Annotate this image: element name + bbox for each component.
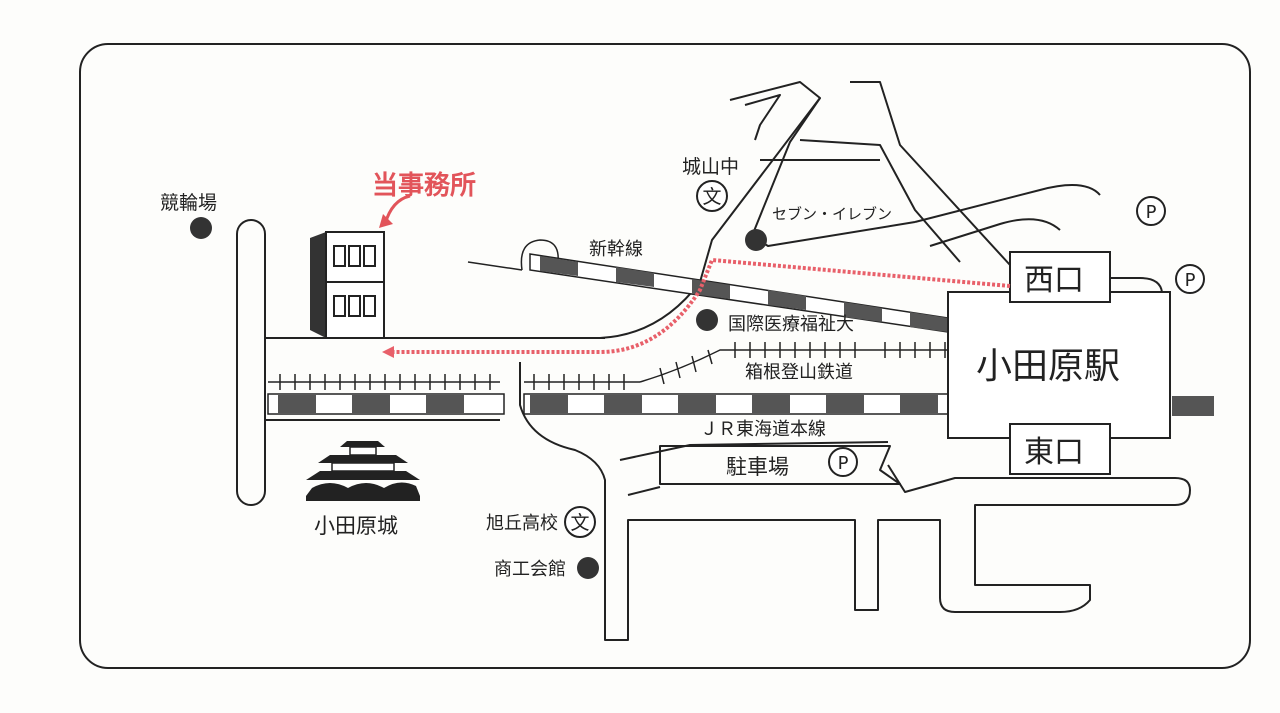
office-label: 当事務所 [372,171,476,201]
school-symbol: 文 [702,186,721,208]
parking-lot-label: 駐車場 [726,455,789,479]
shinkansen-label: 新幹線 [589,239,643,260]
jr-tokaido-label: ＪＲ東海道本線 [700,419,826,440]
parking-lot [659,445,901,485]
parking-symbol: P [1185,270,1196,291]
route-arrowhead-icon [382,346,394,358]
school-icon [564,506,596,538]
school-symbol: 文 [570,512,589,534]
roads [236,81,1191,641]
parking-icon [1136,196,1166,226]
shoko-kaikan-marker-icon [577,557,599,579]
road-shiroyama-west [599,81,821,339]
station-label: 小田原駅 [976,346,1120,387]
road-north-east [850,81,1011,266]
west-exit-label: 西口 [1024,263,1084,298]
road-edge [799,139,961,263]
station-building [947,291,1171,439]
road-left-vertical [236,219,266,506]
parking-icon [1175,264,1205,294]
office-building-icon [310,231,385,339]
parking-icon [828,447,858,477]
seven-eleven-marker-icon [745,229,767,251]
shinkansen-line [467,239,949,333]
east-exit-label: 東口 [1024,435,1084,470]
university-label: 国際医療福祉大 [728,314,854,335]
parking-symbol: P [1146,202,1157,223]
map-frame [79,43,1251,669]
parking-symbol: P [838,453,849,474]
keirinjo-label: 競輪場 [160,192,217,214]
keirinjo-marker-icon [190,217,212,239]
school-icon [696,180,728,212]
road-edge [744,94,781,141]
road-edge [751,221,916,247]
route-path [392,257,1011,354]
university-marker-icon [696,309,718,331]
asahioka-label: 旭丘高校 [486,513,558,534]
castle-icon [306,441,420,501]
road-edge [929,218,1061,247]
castle-label: 小田原城 [314,514,398,538]
hakone-tozan-line [268,342,948,390]
seven-eleven-label: セブン・イレブン [772,205,892,223]
arrowhead-icon [379,214,393,228]
east-exit-box [1009,423,1111,475]
road-edge [627,486,661,496]
west-exit-box [1009,251,1111,303]
shoko-kaikan-label: 商工会館 [494,559,566,580]
hakone-tozan-label: 箱根登山鉄道 [745,362,853,383]
road-south-network [519,362,1191,641]
road-upper-right [914,184,1101,223]
road-edge [1110,277,1163,293]
shiroyama-chu-label: 城山中 [682,156,739,178]
road-edge [751,97,821,237]
